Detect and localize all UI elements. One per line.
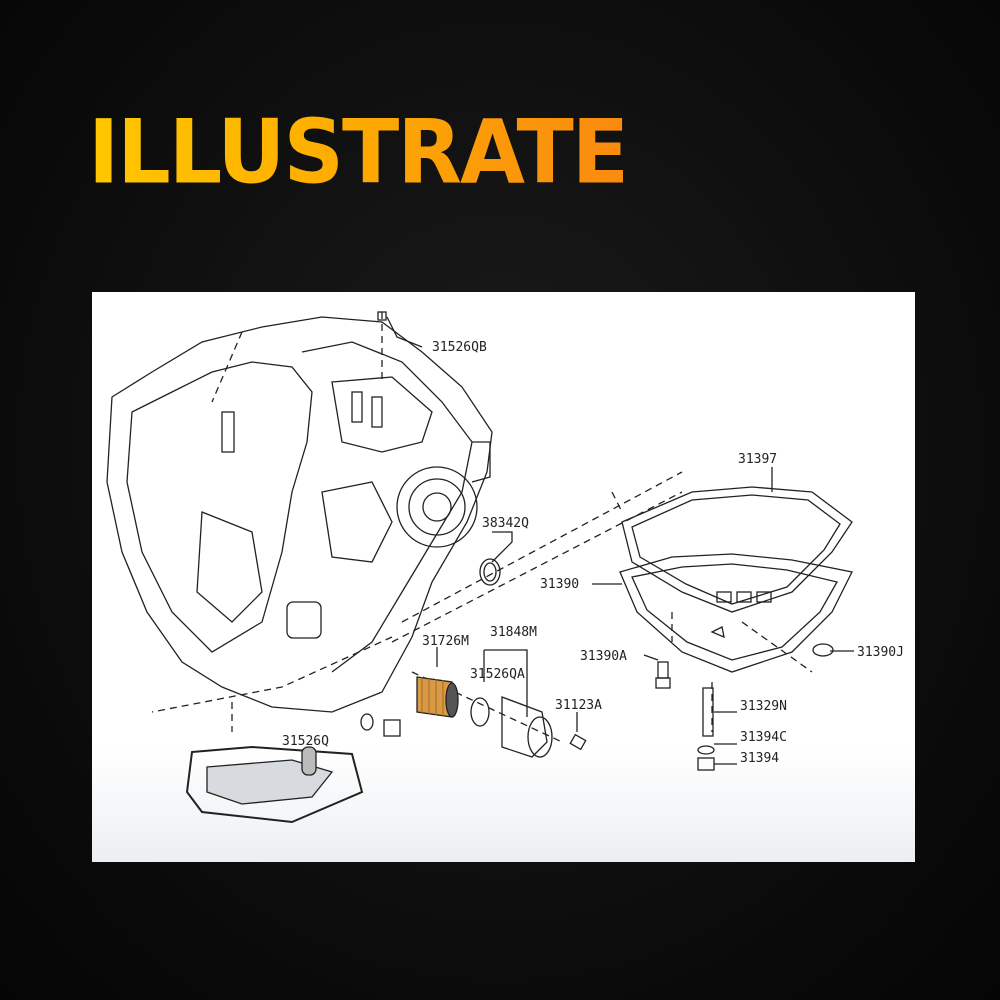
label-31526QA: 31526QA	[470, 667, 525, 682]
nut-31390J	[812, 643, 834, 657]
washer-31394C	[697, 745, 715, 755]
filter-cover-31848M	[501, 696, 548, 758]
parts-diagram: 31526QB 31397 38342Q 31390 31726M 31848M…	[92, 292, 915, 862]
label-31394C: 31394C	[740, 730, 787, 745]
oil-pan-31390	[619, 553, 853, 673]
label-31123A: 31123A	[555, 698, 602, 713]
oil-filter-31726M	[416, 676, 459, 718]
label-31397: 31397	[738, 452, 778, 467]
seal-38342Q	[479, 558, 501, 586]
label-31394: 31394	[740, 751, 780, 766]
transmission-case	[106, 312, 493, 732]
bolt-31390A	[657, 661, 669, 679]
tube-31329N	[702, 687, 714, 737]
plug-31394	[697, 757, 715, 771]
label-31526QB: 31526QB	[432, 340, 487, 355]
bolt-31123A	[569, 733, 587, 751]
label-31390A: 31390A	[580, 649, 627, 664]
label-38342Q: 38342Q	[482, 516, 529, 531]
bolt-31526QB	[377, 311, 387, 321]
heading: ILLUSTRATE	[88, 100, 629, 204]
label-31726M: 31726M	[422, 634, 469, 649]
label-31329N: 31329N	[740, 699, 787, 714]
label-31848M: 31848M	[490, 625, 537, 640]
gasket-31397	[621, 486, 853, 613]
label-31526Q: 31526Q	[282, 734, 329, 749]
diagram-drawing	[106, 311, 854, 824]
o-ring-31526QA	[470, 697, 490, 727]
label-31390: 31390	[540, 577, 580, 592]
label-31390J: 31390J	[857, 645, 904, 660]
strainer-assembly	[185, 713, 401, 824]
